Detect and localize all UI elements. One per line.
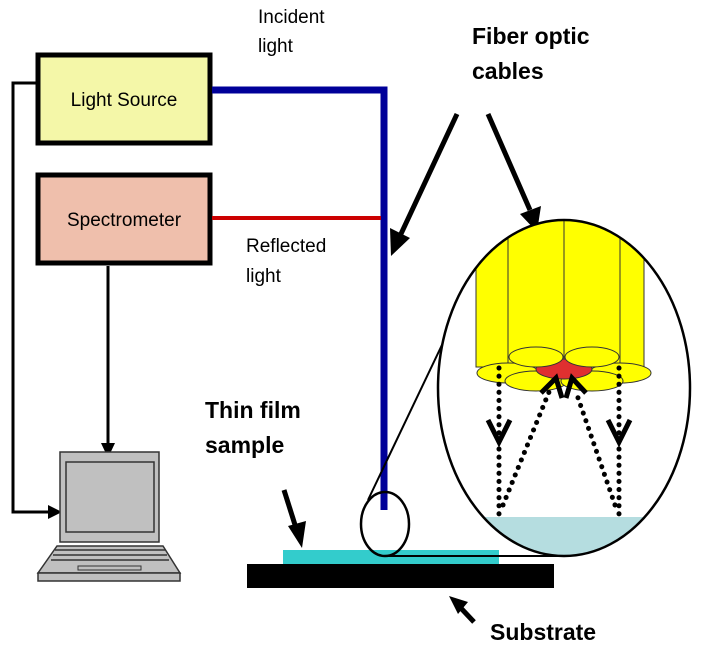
spectrometer-box: Spectrometer [35, 172, 213, 266]
light-source-box: Light Source [35, 52, 213, 146]
substrate-arrow [449, 596, 476, 624]
light-source-to-computer-wire [11, 81, 50, 514]
incident-ray-left-arrow-icon [485, 418, 513, 448]
incident-light-label-2: light [258, 36, 294, 57]
wire-arrow-down-icon [101, 443, 115, 458]
spectrometer-label: Spectrometer [67, 210, 182, 231]
fiber-bundle [475, 220, 652, 392]
reflected-light-label-2: light [246, 266, 282, 287]
reflected-light-label-1: Reflected [246, 236, 326, 257]
substrate [247, 564, 554, 588]
laptop-icon [36, 451, 182, 582]
wire-arrow-icon [48, 505, 62, 519]
thin-film-label-1: Thin film [205, 397, 301, 423]
incident-fiber-cable [212, 86, 388, 510]
reflected-ray-arrow-icon [539, 373, 588, 399]
fiber-arrow-left [390, 112, 460, 256]
fiber-optic-label-2: cables [472, 58, 544, 84]
reflected-ray-right [573, 389, 618, 508]
magnified-view [436, 218, 692, 558]
incident-ray-right-arrow-icon [605, 418, 633, 448]
fiber-optic-label-1: Fiber optic [472, 23, 590, 49]
thin-film-label-2: sample [205, 432, 284, 458]
incident-light-label-1: Incident [258, 7, 325, 28]
light-source-label: Light Source [71, 90, 178, 111]
thin-film-arrow [281, 489, 306, 548]
substrate-label: Substrate [490, 619, 596, 645]
fiber-arrow-right [485, 112, 541, 232]
